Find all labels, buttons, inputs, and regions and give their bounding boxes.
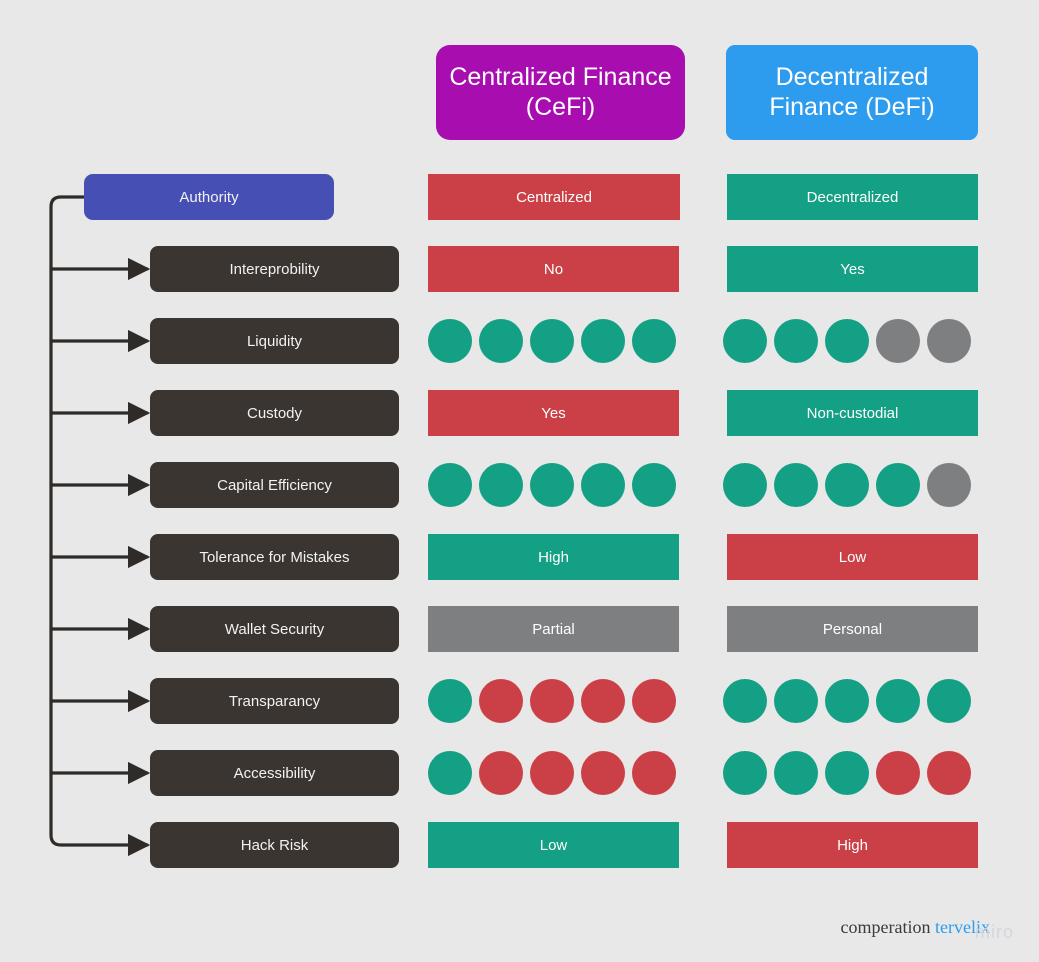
column-header-cefi[interactable]: Centralized Finance (CeFi): [436, 45, 685, 140]
rating-dot-green: [632, 319, 676, 363]
rating-dot-green: [774, 319, 818, 363]
comparison-row: Intereprobility No Yes: [0, 246, 1039, 292]
rating-dots-defi[interactable]: [723, 462, 971, 508]
rating-dots-defi[interactable]: [723, 318, 971, 364]
connector-trunk: [49, 195, 151, 857]
row-label-wallet-security[interactable]: Wallet Security: [150, 606, 399, 652]
rating-dot-gray: [927, 319, 971, 363]
value-bar-defi[interactable]: Non-custodial: [727, 390, 978, 436]
value-bar-cefi[interactable]: No: [428, 246, 679, 292]
row-label-capital-efficiency[interactable]: Capital Efficiency: [150, 462, 399, 508]
rating-dot-green: [927, 679, 971, 723]
comparison-row: Hack Risk Low High: [0, 822, 1039, 868]
rating-dot-red: [530, 751, 574, 795]
rating-dot-green: [723, 679, 767, 723]
rating-dot-green: [428, 751, 472, 795]
rating-dot-green: [530, 319, 574, 363]
rating-dot-red: [927, 751, 971, 795]
comparison-row: Accessibility: [0, 750, 1039, 796]
rating-dot-green: [632, 463, 676, 507]
value-bar-defi[interactable]: Personal: [727, 606, 978, 652]
row-label-tolerance-for-mistakes[interactable]: Tolerance for Mistakes: [150, 534, 399, 580]
rating-dots-defi[interactable]: [723, 678, 971, 724]
rating-dot-green: [723, 319, 767, 363]
rating-dots-cefi[interactable]: [428, 678, 676, 724]
value-bar-cefi[interactable]: Centralized: [428, 174, 680, 220]
value-bar-cefi[interactable]: Low: [428, 822, 679, 868]
column-header-defi[interactable]: Decentralized Finance (DeFi): [726, 45, 978, 140]
value-bar-defi[interactable]: Decentralized: [727, 174, 978, 220]
rating-dot-green: [581, 463, 625, 507]
footer-brand-link[interactable]: tervelix: [935, 917, 990, 937]
rating-dots-defi[interactable]: [723, 750, 971, 796]
miro-watermark: miro: [975, 922, 1014, 942]
row-label-accessibility[interactable]: Accessibility: [150, 750, 399, 796]
row-label-transparancy[interactable]: Transparancy: [150, 678, 399, 724]
rating-dot-green: [825, 679, 869, 723]
rating-dot-red: [479, 679, 523, 723]
rating-dot-green: [428, 679, 472, 723]
rating-dot-red: [581, 679, 625, 723]
rating-dot-green: [825, 751, 869, 795]
rating-dot-gray: [876, 319, 920, 363]
rating-dot-green: [479, 319, 523, 363]
rating-dot-green: [723, 751, 767, 795]
rating-dot-green: [774, 679, 818, 723]
rating-dot-green: [428, 319, 472, 363]
comparison-row: Capital Efficiency: [0, 462, 1039, 508]
value-bar-defi[interactable]: High: [727, 822, 978, 868]
rating-dot-green: [825, 319, 869, 363]
rating-dot-green: [774, 463, 818, 507]
rating-dot-green: [774, 751, 818, 795]
value-bar-cefi[interactable]: Yes: [428, 390, 679, 436]
rating-dot-red: [632, 751, 676, 795]
rating-dot-green: [876, 679, 920, 723]
rating-dots-cefi[interactable]: [428, 750, 676, 796]
value-bar-defi[interactable]: Low: [727, 534, 978, 580]
rating-dot-red: [632, 679, 676, 723]
footer-credit: comperation tervelix: [700, 917, 990, 938]
row-label-liquidity[interactable]: Liquidity: [150, 318, 399, 364]
rating-dot-green: [581, 319, 625, 363]
rating-dot-gray: [927, 463, 971, 507]
row-label-hack-risk[interactable]: Hack Risk: [150, 822, 399, 868]
rating-dots-cefi[interactable]: [428, 462, 676, 508]
value-bar-cefi[interactable]: Partial: [428, 606, 679, 652]
row-label-custody[interactable]: Custody: [150, 390, 399, 436]
comparison-row: Tolerance for Mistakes High Low: [0, 534, 1039, 580]
rating-dot-green: [530, 463, 574, 507]
comparison-row: Custody Yes Non-custodial: [0, 390, 1039, 436]
comparison-row: Authority Centralized Decentralized: [0, 174, 1039, 220]
rating-dot-green: [876, 463, 920, 507]
value-bar-defi[interactable]: Yes: [727, 246, 978, 292]
rating-dots-cefi[interactable]: [428, 318, 676, 364]
row-label-intereprobility[interactable]: Intereprobility: [150, 246, 399, 292]
comparison-row: Liquidity: [0, 318, 1039, 364]
rating-dot-green: [428, 463, 472, 507]
rating-dot-green: [825, 463, 869, 507]
rating-dot-red: [581, 751, 625, 795]
rating-dot-red: [479, 751, 523, 795]
rating-dot-red: [530, 679, 574, 723]
comparison-row: Transparancy: [0, 678, 1039, 724]
value-bar-cefi[interactable]: High: [428, 534, 679, 580]
comparison-row: Wallet Security Partial Personal: [0, 606, 1039, 652]
rating-dot-green: [479, 463, 523, 507]
row-label-authority[interactable]: Authority: [84, 174, 334, 220]
footer-prefix: comperation: [840, 917, 931, 937]
rating-dot-red: [876, 751, 920, 795]
rating-dot-green: [723, 463, 767, 507]
